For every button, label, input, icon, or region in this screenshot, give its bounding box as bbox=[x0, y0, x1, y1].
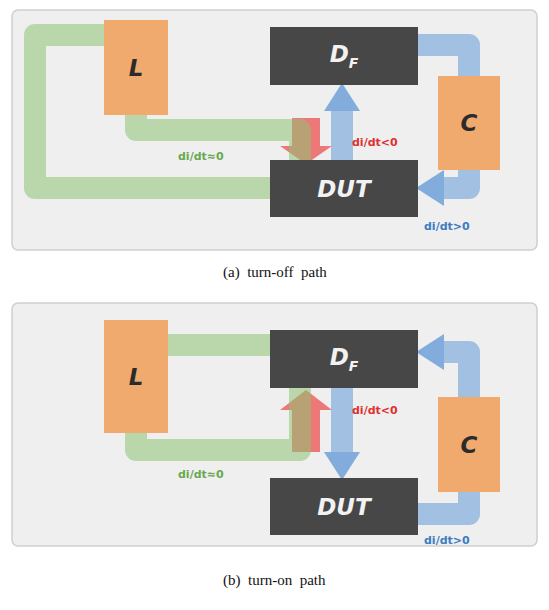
didt-label: di/dt≈0 bbox=[178, 468, 224, 481]
current-path bbox=[418, 45, 469, 76]
current-path bbox=[331, 111, 353, 160]
didt-label: di/dt≈0 bbox=[178, 150, 224, 163]
component-name: DF bbox=[330, 344, 359, 374]
component-box: L bbox=[104, 320, 168, 433]
component-name: DUT bbox=[317, 176, 370, 202]
component-name: L bbox=[129, 55, 144, 81]
component-name: DUT bbox=[317, 494, 370, 520]
component-name: C bbox=[461, 432, 478, 458]
figure-caption: (b) turn-on path bbox=[223, 572, 325, 589]
component-name: L bbox=[129, 364, 144, 390]
didt-label: di/dt>0 bbox=[424, 220, 470, 233]
component-box: C bbox=[438, 76, 500, 170]
semiconductor-box: DUT bbox=[270, 160, 418, 217]
panel-b bbox=[12, 303, 537, 546]
component-box: L bbox=[104, 20, 168, 115]
didt-label: di/dt<0 bbox=[352, 136, 398, 149]
semiconductor-box: DUT bbox=[270, 478, 418, 535]
didt-label: di/dt>0 bbox=[424, 534, 470, 547]
semiconductor-box: DF bbox=[270, 330, 418, 388]
current-path bbox=[418, 492, 469, 514]
component-name: C bbox=[461, 110, 478, 136]
figure-caption: (a) turn-off path bbox=[223, 264, 327, 281]
current-path bbox=[331, 388, 353, 452]
current-path bbox=[168, 334, 270, 356]
current-path bbox=[444, 170, 469, 188]
component-box: C bbox=[438, 397, 500, 492]
current-path bbox=[444, 352, 469, 397]
didt-label: di/dt<0 bbox=[352, 404, 398, 417]
panel-a bbox=[12, 10, 537, 250]
semiconductor-box: DF bbox=[270, 27, 418, 85]
component-name: DF bbox=[330, 41, 359, 71]
